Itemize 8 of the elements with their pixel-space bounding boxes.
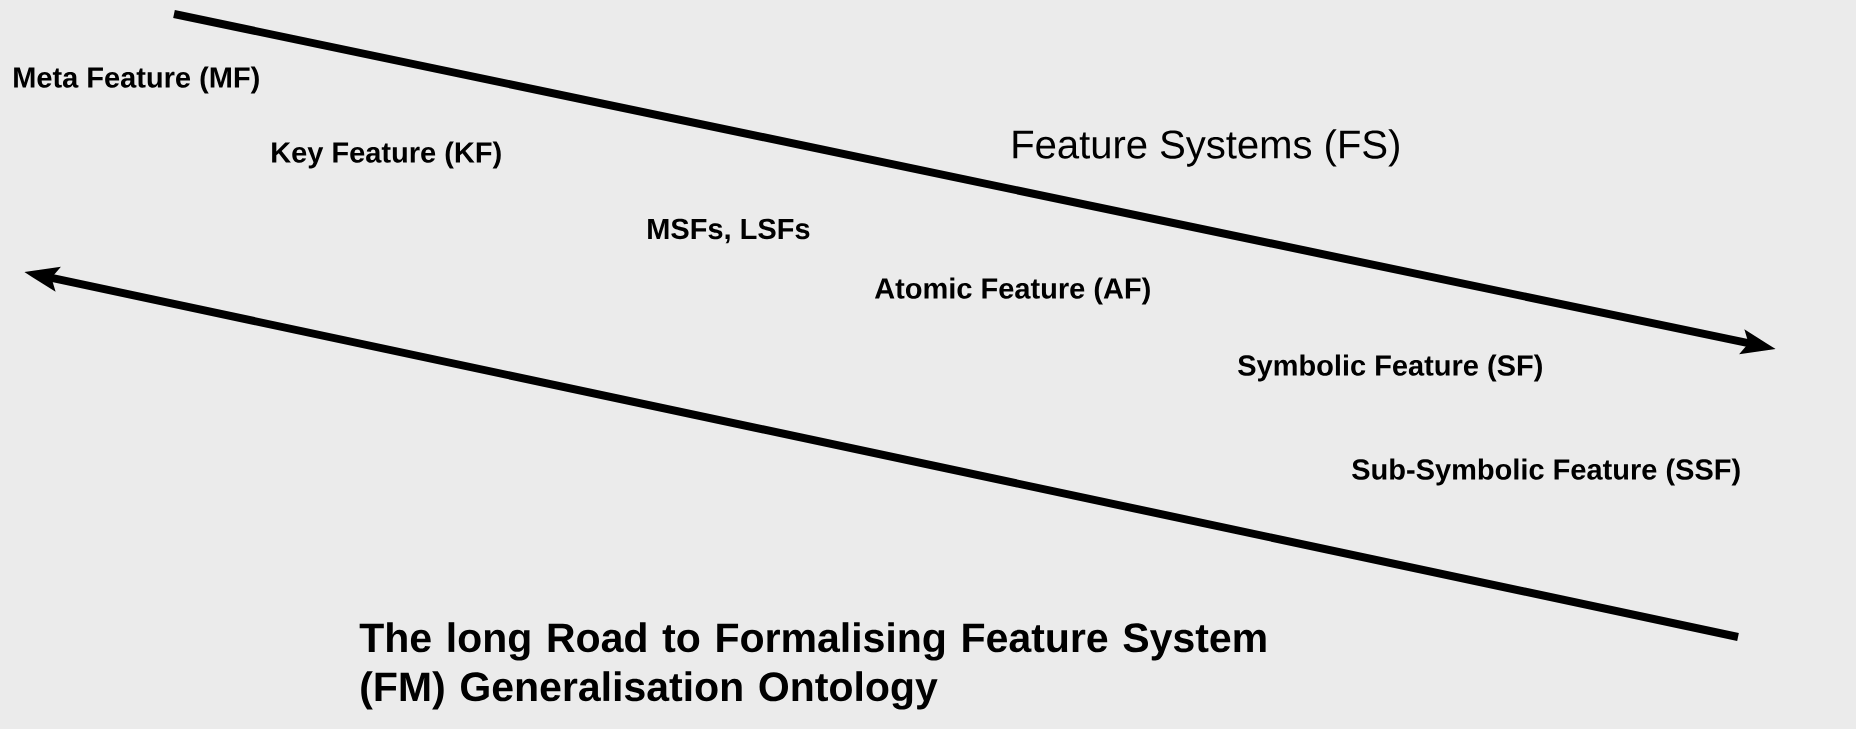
feature-label: Meta Feature (MF) xyxy=(14,66,259,94)
title: The long Road to Formalising Feature System (FM) Generalisation Ontology xyxy=(359,622,1266,710)
feature-label: Atomic Feature (AF) xyxy=(874,277,1150,305)
feature-label: Symbolic Feature (SF) xyxy=(1238,354,1542,382)
feature-label: Feature Systems (FS) xyxy=(1013,129,1399,167)
feature-label: Sub-Symbolic Feature (SSF) xyxy=(1352,458,1740,486)
feature-label: MSFs, LSFs xyxy=(648,218,810,244)
feature-label: Key Feature (KF) xyxy=(272,141,501,169)
